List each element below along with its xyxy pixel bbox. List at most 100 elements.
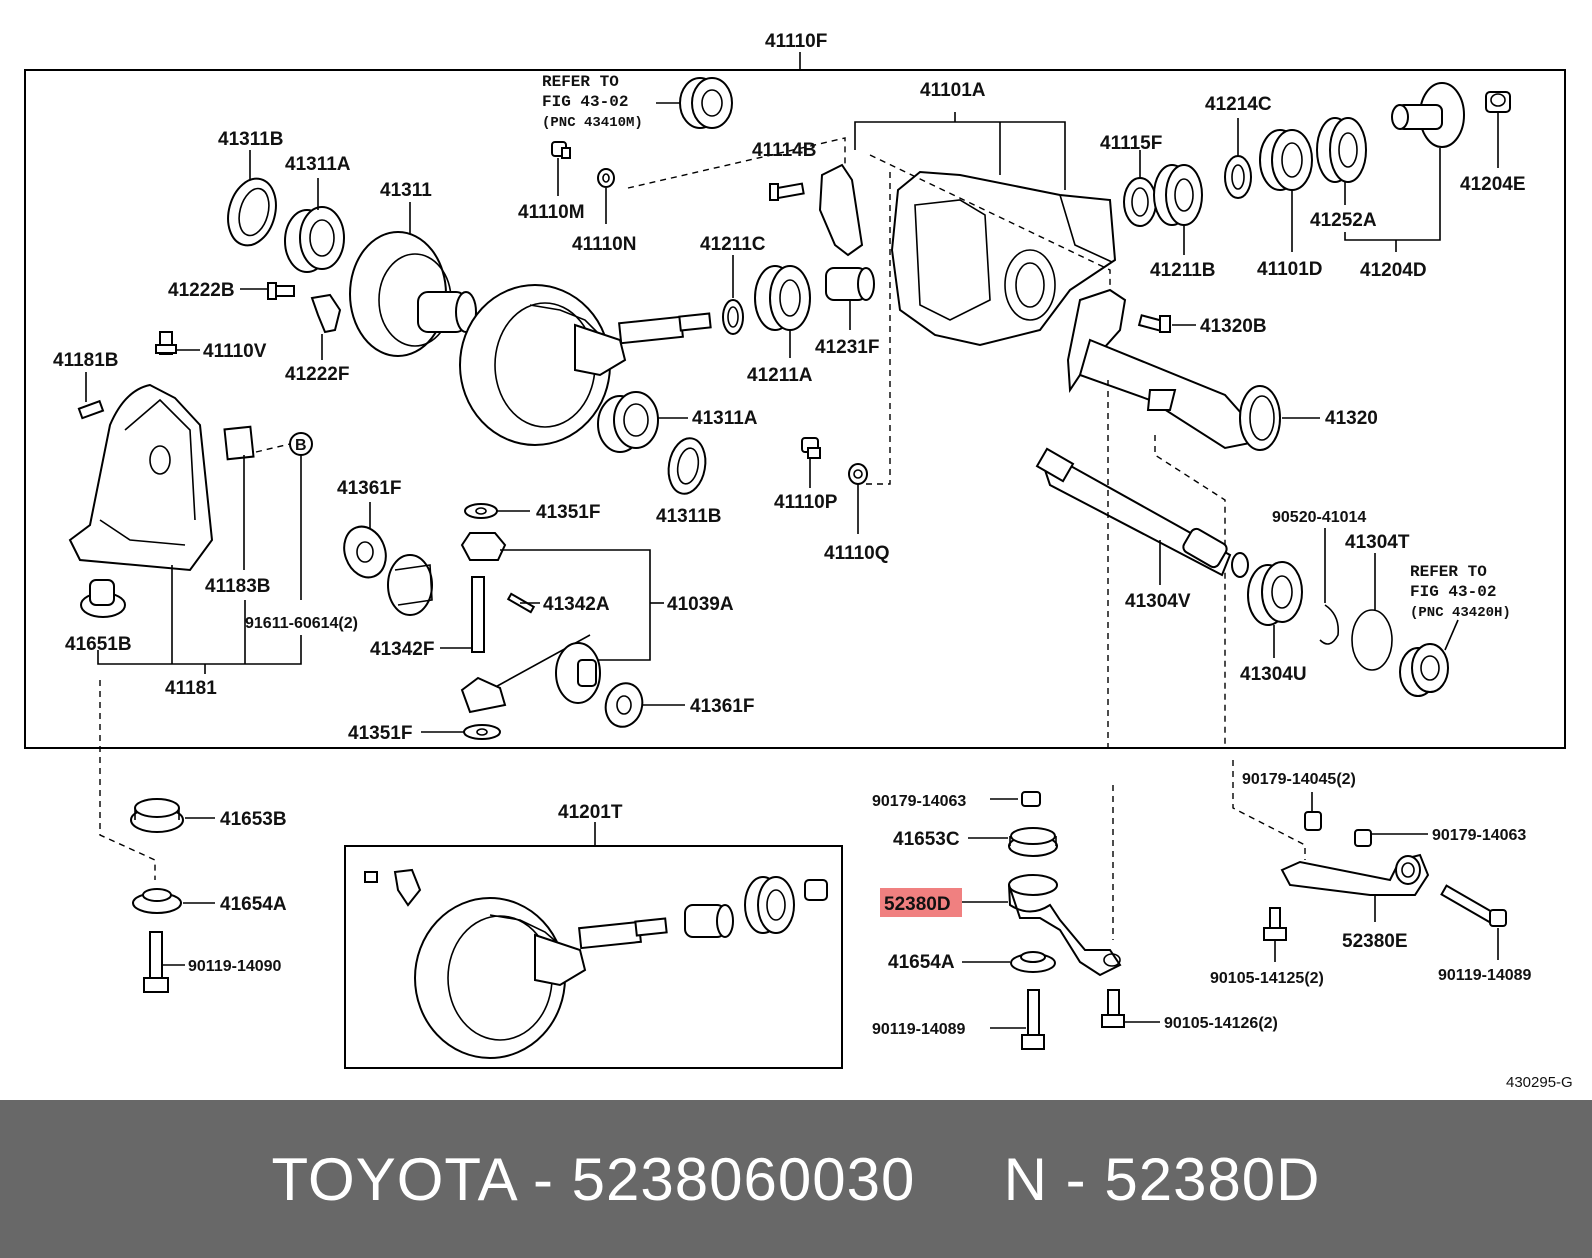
- part-label-41110N[interactable]: 41110N: [572, 234, 636, 255]
- pinion-washer-upper-part: [464, 503, 498, 519]
- part-label-41222B[interactable]: 41222B: [168, 280, 235, 301]
- oil-seal-a-part: [1316, 117, 1367, 183]
- part-label-41311[interactable]: 41311: [380, 180, 432, 201]
- nut-right-2-part: [1354, 829, 1372, 847]
- part-label-90179-14063-center[interactable]: 90179-14063: [872, 793, 966, 810]
- lower-cushion-part: [132, 888, 182, 914]
- cover-bolt-part: [77, 399, 105, 420]
- part-label-41204D[interactable]: 41204D: [1360, 260, 1427, 281]
- refer-note-2-line2: FIG 43-02: [1410, 583, 1496, 601]
- nut-right-part: [1304, 811, 1322, 831]
- part-label-41181B[interactable]: 41181B: [53, 350, 119, 371]
- part-label-41252A[interactable]: 41252A: [1310, 210, 1377, 231]
- pinion-gear-lower-part: [460, 676, 507, 714]
- part-label-41304T[interactable]: 41304T: [1345, 532, 1410, 553]
- part-label-90119-14089-right[interactable]: 90119-14089: [1438, 967, 1532, 984]
- part-label-41361F-lower[interactable]: 41361F: [690, 696, 754, 717]
- parts-diagram: 41110F 41201T 41311B 41311A 41311 41222B…: [24, 31, 1573, 1091]
- tube-bolt-part: [1137, 314, 1171, 333]
- lower-cushion-center-part: [1010, 951, 1056, 973]
- part-label-41311A-lower[interactable]: 41311A: [692, 408, 758, 429]
- refer-note-2-line3: (PNC 43420H): [1410, 605, 1511, 621]
- part-label-41211C[interactable]: 41211C: [700, 234, 766, 255]
- part-label-41211A[interactable]: 41211A: [747, 365, 813, 386]
- highlight-52380D: [880, 888, 962, 917]
- bearing-retainer-part: [1351, 609, 1393, 671]
- part-label-41183B[interactable]: 41183B: [205, 576, 271, 597]
- part-label-41214C[interactable]: 41214C: [1205, 94, 1272, 115]
- part-label-41361F-upper[interactable]: 41361F: [337, 478, 401, 499]
- thrust-washer-lower-part: [667, 437, 707, 495]
- axle-shaft-part: [1035, 447, 1249, 578]
- oil-seal-f-part: [1123, 177, 1157, 227]
- part-label-41653B[interactable]: 41653B: [220, 809, 287, 830]
- companion-flange-part: [1391, 82, 1465, 148]
- part-label-90520-41014[interactable]: 90520-41014: [1272, 509, 1366, 526]
- upper-cushion-center-part: [1008, 827, 1058, 857]
- drain-plug-part: [801, 437, 821, 459]
- part-label-41101D[interactable]: 41101D: [1257, 259, 1323, 280]
- part-label-41342A[interactable]: 41342A: [543, 594, 610, 615]
- part-label-90179-14063-right[interactable]: 90179-14063: [1432, 827, 1526, 844]
- bearing-d-part: [1259, 129, 1313, 191]
- refer-note-1-line1: REFER TO: [542, 73, 619, 91]
- part-label-41351F-lower[interactable]: 41351F: [348, 723, 412, 744]
- part-label-41110Q[interactable]: 41110Q: [824, 543, 890, 564]
- main-assembly-frame: [24, 69, 1566, 749]
- part-label-41101A[interactable]: 41101A: [920, 80, 986, 101]
- part-label-90119-14090[interactable]: 90119-14090: [188, 958, 282, 975]
- part-label-90119-14089-center[interactable]: 90119-14089: [872, 1021, 966, 1038]
- part-label-41222F[interactable]: 41222F: [285, 364, 349, 385]
- part-label-41115F[interactable]: 41115F: [1100, 133, 1162, 154]
- part-label-41351F-upper[interactable]: 41351F: [536, 502, 600, 523]
- part-label-52380D[interactable]: 52380D: [884, 894, 951, 915]
- part-label-41181[interactable]: 41181: [165, 678, 217, 699]
- part-label-90105-14125[interactable]: 90105-14125(2): [1210, 970, 1324, 987]
- part-label-41320[interactable]: 41320: [1325, 408, 1378, 429]
- part-label-41654A-center[interactable]: 41654A: [888, 952, 955, 973]
- part-label-41304U[interactable]: 41304U: [1240, 664, 1307, 685]
- part-label-41653C[interactable]: 41653C: [893, 829, 960, 850]
- bearing-cap-part: [818, 163, 864, 257]
- part-label-41311B-lower[interactable]: 41311B: [656, 506, 722, 527]
- bracket-e-part: [1280, 853, 1430, 896]
- part-label-41110M[interactable]: 41110M: [518, 202, 585, 223]
- bearing-cap-bolt-part: [769, 182, 805, 201]
- part-label-41110P[interactable]: 41110P: [774, 492, 838, 513]
- part-label-41304V[interactable]: 41304V: [1125, 591, 1191, 612]
- long-bolt-right-part: [1440, 884, 1507, 927]
- bracket-bolt-part: [1101, 989, 1125, 1028]
- part-label-41654A-left[interactable]: 41654A: [220, 894, 287, 915]
- bearing-b-part: [1153, 164, 1203, 226]
- pinion-shaft-part: [471, 576, 485, 653]
- nut-top-part: [1021, 791, 1041, 807]
- part-label-41231F[interactable]: 41231F: [815, 337, 879, 358]
- part-label-41039A[interactable]: 41039A: [667, 594, 734, 615]
- mount-bolt-left-part: [143, 931, 169, 993]
- pinion-gear-upper-part: [460, 532, 507, 561]
- part-label-90179-14045[interactable]: 90179-14045(2): [1242, 771, 1356, 788]
- part-label-41342F[interactable]: 41342F: [370, 639, 434, 660]
- flange-nut-part: [1485, 91, 1511, 113]
- part-label-41211B[interactable]: 41211B: [1150, 260, 1216, 281]
- part-label-41114B[interactable]: 41114B: [752, 140, 816, 161]
- differential-mount-bracket-part: [1008, 874, 1122, 977]
- gasket-q-part: [848, 463, 868, 485]
- part-label-41320B[interactable]: 41320B: [1200, 316, 1267, 337]
- part-label-91611-60614[interactable]: 91611-60614(2): [245, 615, 358, 632]
- part-label-41311A[interactable]: 41311A: [285, 154, 351, 175]
- part-label-41110V[interactable]: 41110V: [203, 341, 267, 362]
- ring-gear-pinion-part: [459, 284, 712, 446]
- part-label-41651B[interactable]: 41651B: [65, 634, 132, 655]
- part-label-41204E[interactable]: 41204E: [1460, 174, 1526, 195]
- gasket-washer-n-part: [597, 168, 615, 188]
- part-label-52380E[interactable]: 52380E: [1342, 931, 1408, 952]
- washer-c-part: [1224, 155, 1252, 199]
- side-bearing-lower-part: [597, 391, 659, 453]
- part-label-90105-14126[interactable]: 90105-14126(2): [1164, 1015, 1278, 1032]
- collapsible-spacer-part: [825, 267, 875, 301]
- part-label-41311B[interactable]: 41311B: [218, 129, 284, 150]
- refer-note-1-line3: (PNC 43410M): [542, 115, 643, 131]
- pinion-bearing-part: [754, 265, 811, 331]
- gasket-part: [223, 425, 255, 461]
